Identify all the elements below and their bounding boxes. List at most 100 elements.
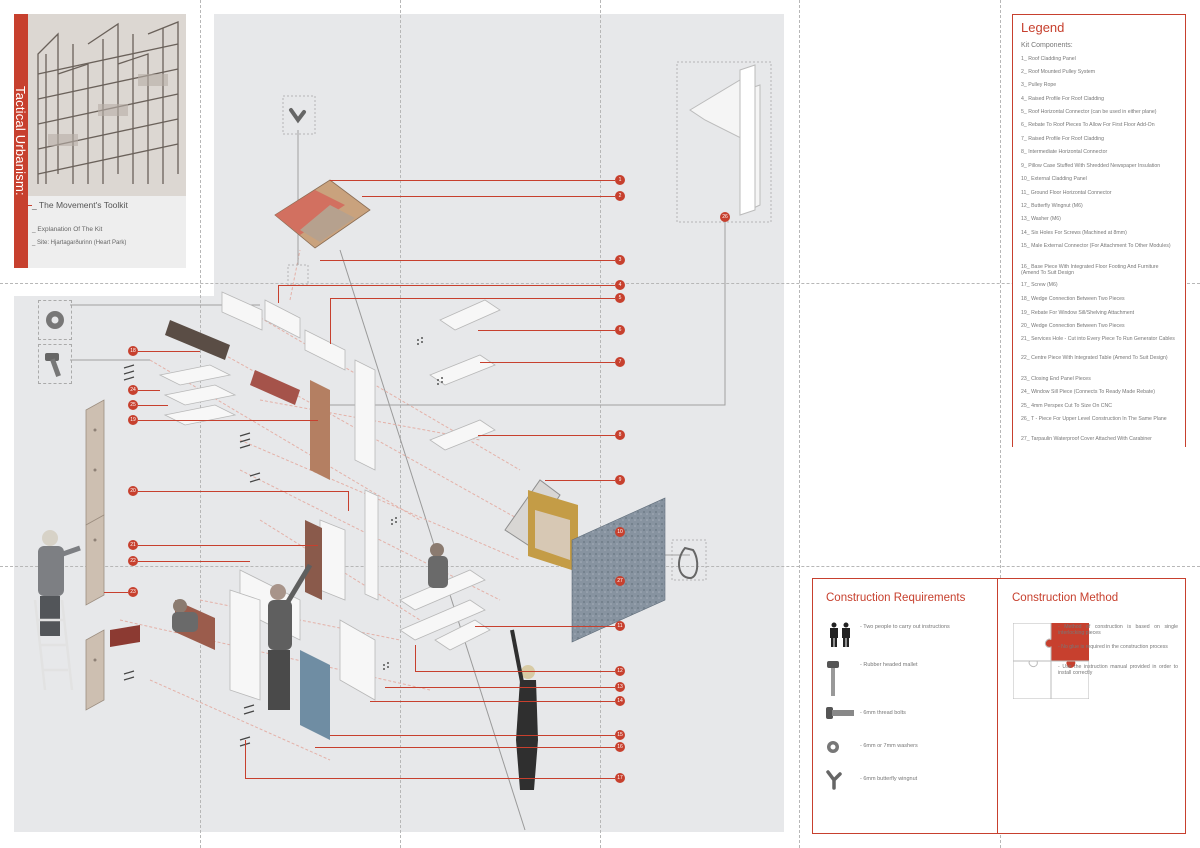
grid-guide [0, 283, 1200, 284]
callout-badge: 9 [615, 475, 625, 485]
callout-leader [348, 491, 349, 511]
legend-subtitle: Kit Components: [1021, 42, 1073, 49]
callout-badge: 16 [615, 742, 625, 752]
legend-item: 9_ Pillow Case Stuffed With Shredded New… [1021, 163, 1161, 169]
callout-badge: 2 [615, 191, 625, 201]
puzzle-pieces-icon [1012, 622, 1090, 704]
washer-icon [826, 740, 840, 759]
callout-leader [385, 687, 615, 688]
callout-badge: 15 [615, 730, 625, 740]
legend-item: 3_ Pulley Rope [1021, 82, 1057, 88]
kit-model-photo [28, 14, 186, 196]
callout-badge: 7 [615, 357, 625, 367]
callout-leader [330, 735, 615, 736]
construction-divider [997, 578, 998, 833]
legend-item: 19_ Rebate For Window Sill/Shelving Atta… [1021, 310, 1135, 316]
callout-badge: 21 [128, 540, 138, 550]
requirement-text: - 6mm or 7mm washers [860, 743, 918, 749]
mallet-icon [826, 660, 840, 703]
callout-badge: 19 [128, 415, 138, 425]
legend-item: 17_ Screw (M6) [1021, 282, 1058, 288]
legend-item: 11_ Ground Floor Horizontal Connector [1021, 190, 1112, 196]
method-item: - Use the instruction manual provided in… [1058, 664, 1178, 677]
construction-panel [812, 578, 1186, 834]
requirement-text: - Two people to carry out instructions [860, 624, 950, 630]
grid-guide [1000, 0, 1001, 848]
legend-item: 23_ Closing End Panel Pieces [1021, 376, 1091, 382]
legend-item: 2_ Roof Mounted Pulley System [1021, 69, 1096, 75]
callout-leader [545, 480, 615, 481]
legend-item: 24_ Window Sill Piece (Connects To Ready… [1021, 389, 1155, 395]
legend-item: 6_ Rebate To Roof Pieces To Allow For Fi… [1021, 122, 1155, 128]
callout-leader [370, 701, 615, 702]
method-item: - Method of construction is based on sin… [1058, 624, 1178, 637]
washer-detail-box [38, 300, 72, 340]
callout-leader [138, 351, 200, 352]
callout-leader [138, 545, 318, 546]
callout-badge: 5 [615, 293, 625, 303]
legend-item: 26_ T - Piece For Upper Level Constructi… [1021, 416, 1167, 422]
legend-item: 4_ Raised Profile For Roof Cladding [1021, 96, 1105, 102]
callout-badge: 23 [128, 587, 138, 597]
title-accent-bar [14, 14, 28, 268]
callout-leader [415, 645, 416, 671]
callout-leader [415, 671, 615, 672]
callout-leader [138, 405, 168, 406]
legend-item: 25_ 4mm Perspex Cut To Size On CNC [1021, 403, 1113, 409]
callout-badge: 3 [615, 255, 625, 265]
wingnut-icon [824, 768, 844, 797]
bolt-detail-box [38, 344, 72, 384]
method-title: Construction Method [1012, 592, 1119, 604]
callout-leader [278, 285, 279, 303]
callout-badge: 8 [615, 430, 625, 440]
callout-leader [330, 298, 331, 344]
bolt-icon [826, 706, 856, 725]
upper-diagram-panel [214, 14, 784, 296]
callout-leader [478, 330, 615, 331]
callout-leader [138, 420, 318, 421]
title-line: _ Explanation Of The Kit [32, 226, 103, 233]
callout-leader [138, 491, 348, 492]
legend-item: 7_ Raised Profile For Roof Cladding [1021, 136, 1105, 142]
legend-item: 8_ Intermediate Horizontal Connector [1021, 149, 1108, 155]
callout-leader [138, 390, 160, 391]
grid-guide [400, 0, 401, 848]
wingnut-detail [289, 108, 306, 124]
requirement-text: - 6mm butterfly wingnut [860, 776, 918, 782]
requirements-title: Construction Requirements [826, 592, 966, 604]
legend-item: 16_ Base Piece With Integrated Floor Foo… [1021, 264, 1159, 277]
callout-leader [245, 740, 246, 778]
grid-guide [600, 0, 601, 848]
callout-badge: 14 [615, 696, 625, 706]
callout-badge: 13 [615, 682, 625, 692]
legend-item: 21_ Services Hole - Cut into Every Piece… [1021, 336, 1175, 342]
requirement-text: - 6mm thread bolts [860, 710, 906, 716]
callout-badge: 17 [615, 773, 625, 783]
callout-leader [478, 435, 615, 436]
grid-guide [799, 0, 800, 848]
callout-badge: 6 [615, 325, 625, 335]
callout-badge: 20 [128, 486, 138, 496]
requirement-text: - Rubber headed mallet [860, 662, 918, 668]
callout-leader [362, 196, 615, 197]
vertical-title: Tactical Urbanism: [13, 86, 28, 196]
legend-item: 22_ Centre Piece With Integrated Table (… [1021, 355, 1168, 361]
legend-item: 20_ Wedge Connection Between Two Pieces [1021, 323, 1125, 329]
legend-item: 12_ Butterfly Wingnut (M6) [1021, 203, 1083, 209]
legend-item: 15_ Male External Connector (For Attachm… [1021, 243, 1171, 249]
callout-leader [104, 592, 128, 593]
legend-title: Legend [1021, 20, 1065, 35]
callout-leader [330, 298, 615, 299]
title-info-panel [28, 196, 186, 268]
legend-item: 13_ Washer (M6) [1021, 216, 1061, 222]
callout-leader [245, 778, 615, 779]
legend-item: 1_ Roof Cladding Panel [1021, 56, 1076, 62]
grid-guide [200, 0, 201, 848]
exploded-kit-diagram [38, 61, 772, 831]
callout-badge: 25 [128, 400, 138, 410]
callout-leader [278, 285, 615, 286]
callout-badge: 10 [615, 527, 625, 537]
callout-badge: 27 [615, 576, 625, 586]
callout-badge: 12 [615, 666, 625, 676]
callout-badge: 11 [615, 621, 625, 631]
